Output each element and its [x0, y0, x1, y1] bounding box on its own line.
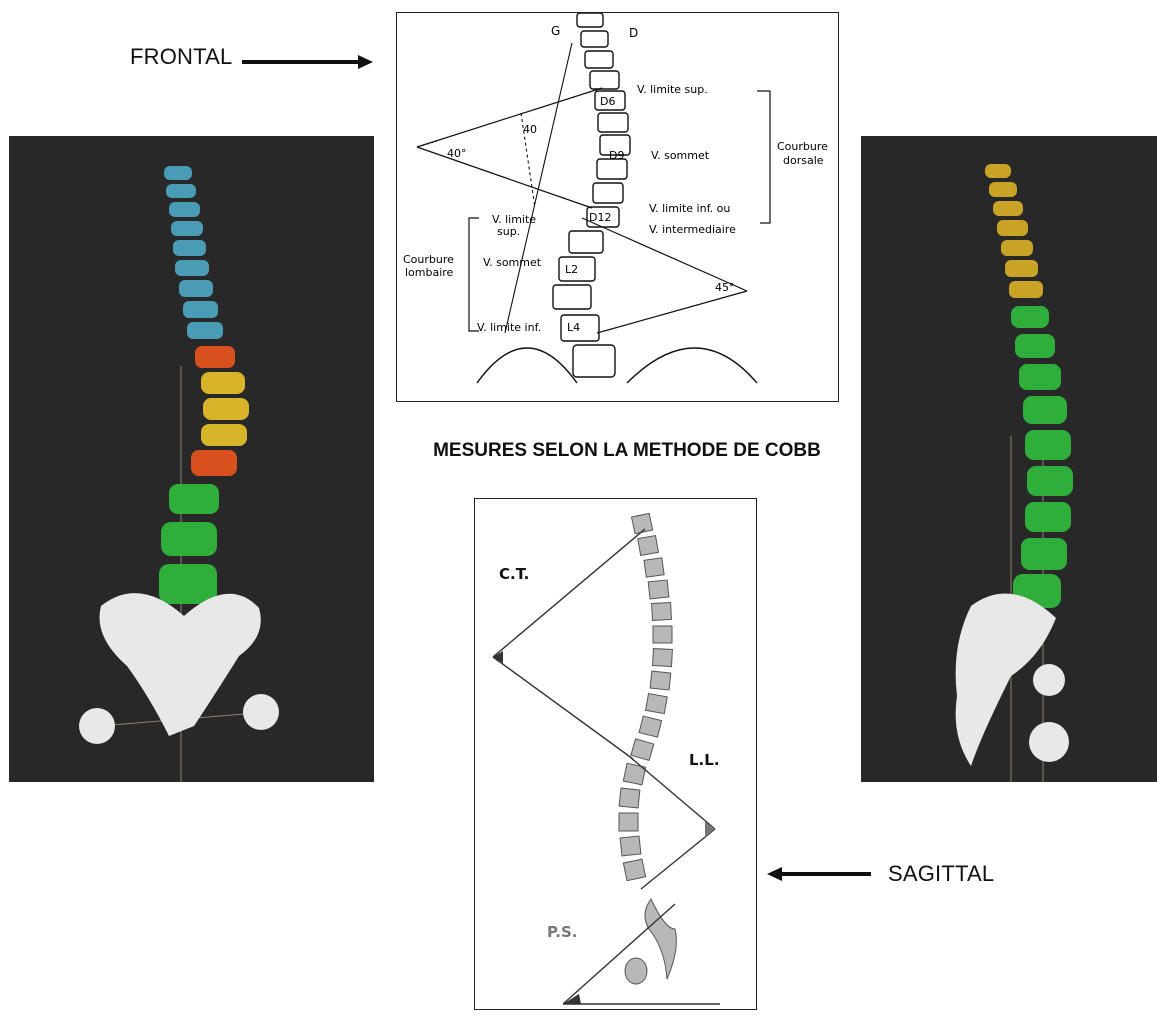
- label-ps: P.S.: [547, 923, 577, 941]
- sagittal-label: SAGITTAL: [888, 861, 994, 887]
- spine-render-sagittal: [861, 136, 1157, 782]
- label-v-sommet-top: V. sommet: [651, 149, 710, 162]
- frontal-cobb-diagram: G D: [396, 12, 839, 402]
- label-angle-40-small: 40: [523, 123, 537, 136]
- sagittal-thoracic-segment: [985, 164, 1043, 298]
- label-courbure-lombaire-2: lombaire: [405, 266, 454, 279]
- label-v-limite-sup: V. limite sup.: [637, 83, 708, 96]
- label-d: D: [629, 26, 638, 40]
- frontal-label: FRONTAL: [130, 44, 232, 70]
- label-d9: D9: [609, 149, 624, 162]
- sagittal-cobb-diagram: C.T. L.L. P.S.: [474, 498, 757, 1010]
- label-angle-45: 45°: [715, 281, 735, 294]
- left-femoral-ball: [79, 708, 115, 744]
- thoracic-accent-upper: [195, 346, 235, 368]
- spine-render-sagittal-svg: [861, 136, 1157, 782]
- frontal-arrow: [240, 52, 375, 72]
- sagittal-femoral-ball-lower: [1029, 722, 1069, 762]
- right-femoral-ball: [243, 694, 279, 730]
- label-v-intermediaire: V. intermediaire: [649, 223, 736, 236]
- thoracic-segment: [201, 372, 249, 446]
- frontal-diagram-svg: G D: [397, 13, 837, 400]
- label-v-limite-inf: V. limite inf.: [477, 321, 541, 334]
- label-v-sommet-low: V. sommet: [483, 256, 542, 269]
- label-ct: C.T.: [499, 565, 529, 583]
- label-v-limite-sup-low-2: sup.: [497, 225, 520, 238]
- label-courbure-lombaire-1: Courbure: [403, 253, 454, 266]
- label-g: G: [551, 24, 560, 38]
- label-ll: L.L.: [689, 751, 720, 769]
- label-courbure-dorsale-1: Courbure: [777, 140, 828, 153]
- spine-render-frontal: [9, 136, 374, 782]
- label-l2: L2: [565, 263, 578, 276]
- thoracic-accent-lower: [191, 450, 237, 476]
- label-d6: D6: [600, 95, 615, 108]
- sagittal-femoral-ball-upper: [1033, 664, 1065, 696]
- angle-marker-ll: [705, 821, 715, 837]
- cobb-method-title: MESURES SELON LA METHODE DE COBB: [417, 440, 837, 462]
- cervical-segment: [164, 166, 223, 339]
- label-l4: L4: [567, 321, 580, 334]
- sagittal-diagram-svg: C.T. L.L. P.S.: [475, 499, 755, 1011]
- vertebral-column: [553, 13, 630, 377]
- sagittal-arrow: [765, 864, 875, 884]
- lumbar-segment: [159, 484, 219, 604]
- label-courbure-dorsale-2: dorsale: [783, 154, 824, 167]
- sagittal-lumbar-segment: [1011, 306, 1073, 608]
- label-d12: D12: [589, 211, 611, 224]
- label-angle-40-left: 40°: [447, 147, 467, 160]
- sagittal-vertebrae: [619, 513, 672, 880]
- label-v-limite-inf-ou: V. limite inf. ou: [649, 202, 730, 215]
- spine-render-frontal-svg: [9, 136, 374, 782]
